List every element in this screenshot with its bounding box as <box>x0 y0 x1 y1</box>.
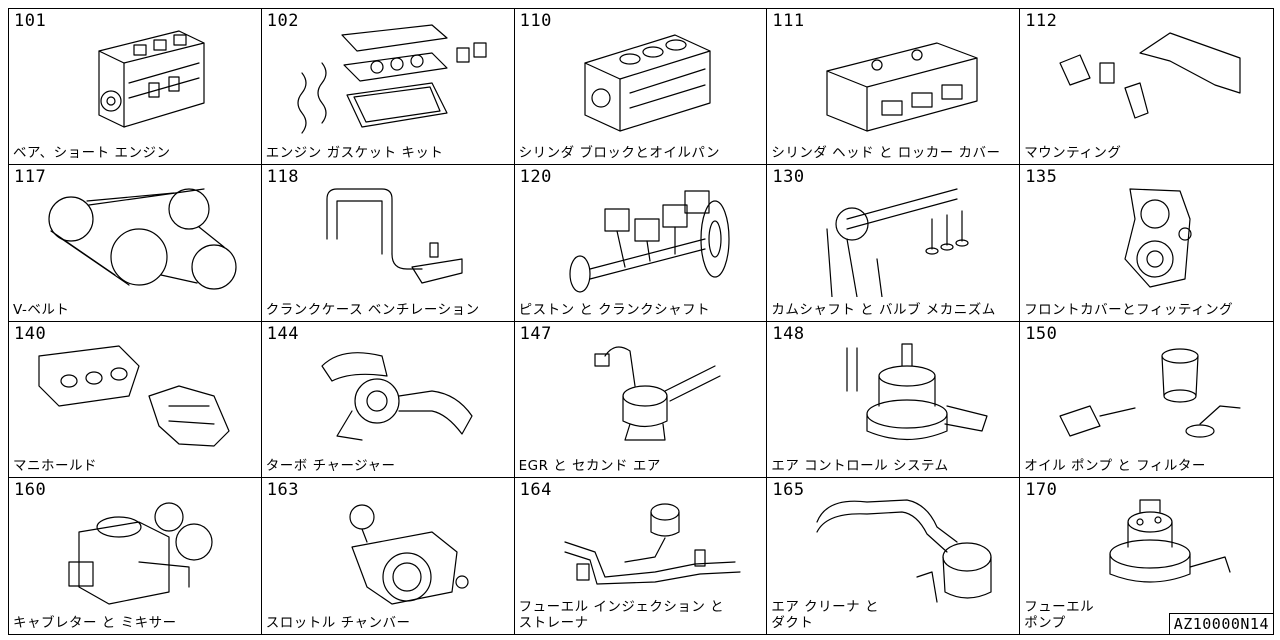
category-cell-148[interactable]: 148 エア コントロール システム <box>767 321 1021 478</box>
category-cell-144[interactable]: 144 ターボ チャージャー <box>261 321 515 478</box>
diagram-code: AZ10000N14 <box>1168 613 1274 635</box>
category-label: ピストン と クランクシャフト <box>518 301 711 318</box>
cylinder-block-icon <box>583 34 711 132</box>
category-number: 150 <box>1025 323 1058 344</box>
category-cell-117[interactable]: 117 V-ベルト <box>9 165 262 322</box>
category-label: ターボ チャージャー <box>265 457 396 474</box>
category-cell-120[interactable]: 120 ピストン と クランクシャフト <box>514 165 768 322</box>
category-number: 147 <box>519 323 552 344</box>
carburetor-icon <box>68 502 213 605</box>
category-label: エンジン ガスケット キット <box>265 145 444 162</box>
category-number: 170 <box>1025 479 1058 500</box>
category-cell-101[interactable]: 101 ベア、ショート エンジン <box>9 9 262 166</box>
category-cell-111[interactable]: 111 シリンダ ヘッド と ロッカー カバー <box>767 9 1021 166</box>
category-label: エア クリーナ と ダクト <box>771 599 879 631</box>
category-label: フューエル インジェクション と ストレーナ <box>518 599 725 631</box>
category-cell-135[interactable]: 135 フロントカバーとフィッティング <box>1020 165 1273 322</box>
category-number: 110 <box>519 11 552 31</box>
parts-category-grid: 101 ベア、ショート エンジン 102 エンジン ガスケット キット 110 … <box>8 8 1274 635</box>
manifold-icon <box>38 344 230 447</box>
category-cell-165[interactable]: 165 エア クリーナ と ダクト <box>767 477 1021 634</box>
category-cell-102[interactable]: 102 エンジン ガスケット キット <box>261 9 515 166</box>
category-cell-163[interactable]: 163 スロットル チャンバー <box>262 477 515 634</box>
category-number: 102 <box>266 11 300 31</box>
category-cell-164[interactable]: 164 フューエル インジェクション と ストレーナ <box>515 477 768 634</box>
category-label: EGR と セカンド エア <box>518 457 661 474</box>
category-number: 140 <box>14 323 47 344</box>
category-label: オイル ポンプ と フィルター <box>1024 457 1206 474</box>
fuel-injection-icon <box>563 503 741 585</box>
category-number: 112 <box>1025 11 1058 31</box>
crankcase-ventilation-icon <box>326 188 463 284</box>
category-label: マニホールド <box>13 457 97 474</box>
category-label: マウンティング <box>1024 145 1122 162</box>
category-label: キャブレター と ミキサー <box>13 615 177 631</box>
category-label: フロントカバーとフィッティング <box>1024 301 1234 318</box>
category-label: クランクケース ベンチレーション <box>265 301 480 318</box>
category-cell-147[interactable]: 147 EGR と セカンド エア <box>514 321 768 478</box>
air-cleaner-icon <box>816 499 992 603</box>
front-cover-icon <box>1124 188 1192 288</box>
egr-valve-icon <box>593 345 721 441</box>
category-label: ベア、ショート エンジン <box>13 145 171 162</box>
category-number: 165 <box>772 479 805 500</box>
throttle-chamber-icon <box>349 504 469 605</box>
category-cell-118[interactable]: 118 クランクケース ベンチレーション <box>261 165 515 322</box>
category-cell-130[interactable]: 130 カムシャフト と バルブ メカニズム <box>767 165 1021 322</box>
category-cell-110[interactable]: 110 シリンダ ブロックとオイルパン <box>514 9 768 166</box>
piston-crankshaft-icon <box>568 190 730 293</box>
category-number: 148 <box>772 323 805 344</box>
oil-pump-filter-icon <box>1059 347 1241 438</box>
cylinder-head-icon <box>826 42 978 132</box>
air-control-icon <box>846 342 988 440</box>
category-number: 120 <box>519 167 552 188</box>
category-number: 130 <box>772 167 805 188</box>
category-number: 160 <box>14 479 47 500</box>
category-number: 163 <box>266 479 300 500</box>
short-engine-icon <box>98 30 205 128</box>
category-label: シリンダ ブロックとオイルパン <box>518 145 721 162</box>
category-label: スロットル チャンバー <box>265 615 411 631</box>
mounting-icon <box>1059 32 1241 119</box>
category-label: シリンダ ヘッド と ロッカー カバー <box>771 145 1001 162</box>
gasket-kit-icon <box>297 24 487 134</box>
category-number: 164 <box>519 479 552 500</box>
category-label: エア コントロール システム <box>771 457 949 474</box>
category-number: 135 <box>1025 167 1058 188</box>
category-number: 144 <box>266 323 300 344</box>
category-cell-150[interactable]: 150 オイル ポンプ と フィルター <box>1020 322 1273 478</box>
fuel-pump-icon <box>1109 499 1231 583</box>
category-cell-112[interactable]: 112 マウンティング <box>1020 9 1273 166</box>
v-belt-icon <box>48 188 237 290</box>
category-cell-160[interactable]: 160 キャブレター と ミキサー <box>9 477 262 634</box>
category-number: 111 <box>772 11 805 31</box>
category-label: カムシャフト と バルブ メカニズム <box>771 301 996 318</box>
category-cell-170[interactable]: 170 フューエル ポンプ <box>1020 478 1273 634</box>
category-cell-140[interactable]: 140 マニホールド <box>9 321 262 478</box>
camshaft-valve-icon <box>826 188 969 298</box>
category-number: 101 <box>14 11 47 31</box>
turbocharger-icon <box>321 351 473 441</box>
category-number: 117 <box>14 167 47 188</box>
category-label: V-ベルト <box>13 301 70 318</box>
category-number: 118 <box>266 167 300 188</box>
category-label: フューエル ポンプ <box>1024 599 1095 631</box>
